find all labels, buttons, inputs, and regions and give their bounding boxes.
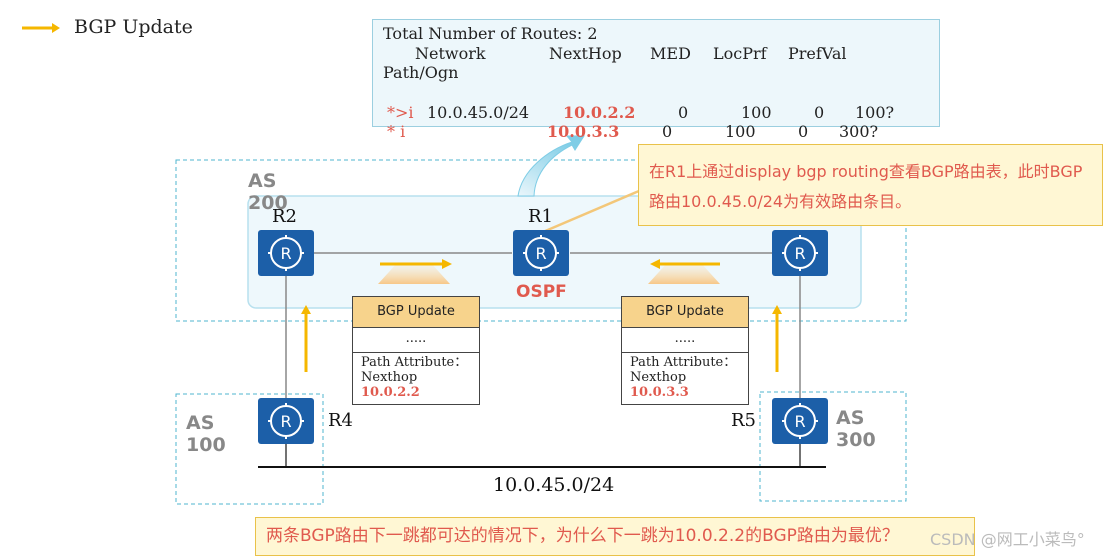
router-icon: R — [782, 403, 818, 439]
router-r4[interactable]: R — [258, 398, 314, 444]
update-dots: ..... — [353, 328, 479, 353]
svg-text:R: R — [280, 244, 291, 263]
header-network: Network — [415, 44, 486, 63]
bgp-update-arrow-up-left-icon — [301, 305, 311, 372]
bgp-update-box-right: BGP Update ..... Path Attribute： Nexthop… — [621, 296, 749, 405]
row1-med: 0 — [678, 103, 689, 122]
router-r2[interactable]: R — [258, 230, 314, 276]
row1-nexthop: 10.0.2.2 — [563, 103, 636, 122]
ospf-label: OSPF — [516, 282, 567, 302]
bgp-update-arrow-right-icon — [648, 259, 720, 284]
router-r5[interactable]: R — [772, 398, 828, 444]
bgp-update-arrow-up-right-icon — [772, 305, 782, 372]
row1-network: 10.0.45.0/24 — [427, 103, 530, 122]
callout-note: 在R1上通过display bgp routing查看BGP路由表，此时BGP路… — [638, 144, 1103, 226]
row1-path: 100? — [855, 103, 895, 122]
row1-status: *>i — [387, 103, 414, 122]
legend-label: BGP Update — [74, 16, 193, 38]
nexthop-label: Nexthop — [630, 370, 687, 385]
legend-arrow-icon — [22, 23, 60, 33]
header-nexthop: NextHop — [549, 44, 622, 63]
svg-text:R: R — [535, 244, 546, 263]
route-table: Total Number of Routes: 2 Network NextHo… — [372, 19, 940, 141]
cyan-callout-arrow — [517, 135, 585, 197]
r4-label: R4 — [328, 410, 354, 431]
path-attribute-label: Path Attribute： — [361, 355, 468, 370]
update-header: BGP Update — [622, 297, 748, 328]
row2-status: * i — [387, 122, 406, 141]
as100-dashed-area — [175, 393, 324, 505]
r1-label: R1 — [528, 206, 554, 227]
router-icon: R — [782, 235, 818, 271]
row2-nexthop: 10.0.3.3 — [547, 122, 620, 141]
as300-dashed-area — [759, 391, 907, 502]
router-r3[interactable]: R — [772, 230, 828, 276]
router-icon: R — [523, 235, 559, 271]
bgp-update-arrow-left-icon — [378, 259, 452, 284]
nexthop-value: 10.0.2.2 — [361, 385, 420, 400]
router-r1[interactable]: R — [513, 230, 569, 276]
update-header: BGP Update — [353, 297, 479, 328]
question-banner: 两条BGP路由下一跳都可达的情况下，为什么下一跳为10.0.2.2的BGP路由为… — [255, 517, 975, 556]
header-med: MED — [650, 44, 691, 63]
row1-prefval: 0 — [814, 103, 825, 122]
network-label: 10.0.45.0/24 — [493, 474, 615, 496]
row2-path: 300? — [839, 122, 879, 141]
header-path: Path/Ogn — [383, 63, 459, 82]
update-dots: ..... — [622, 328, 748, 353]
nexthop-label: Nexthop — [361, 370, 418, 385]
header-prefval: PrefVal — [788, 44, 847, 63]
bgp-update-box-left: BGP Update ..... Path Attribute： Nexthop… — [352, 296, 480, 405]
r2-label: R2 — [272, 206, 298, 227]
as300-label: AS 300 — [836, 407, 876, 451]
path-attribute-label: Path Attribute： — [630, 355, 737, 370]
row2-prefval: 0 — [798, 122, 809, 141]
as100-label: AS 100 — [186, 412, 226, 456]
row1-locprf: 100 — [741, 103, 772, 122]
router-icon: R — [268, 403, 304, 439]
row2-med: 0 — [662, 122, 673, 141]
header-locprf: LocPrf — [713, 44, 767, 63]
svg-text:R: R — [794, 412, 805, 431]
svg-text:R: R — [280, 412, 291, 431]
route-table-title: Total Number of Routes: 2 — [383, 24, 598, 43]
svg-text:R: R — [794, 244, 805, 263]
watermark: CSDN @网工小菜鸟° — [930, 530, 1085, 549]
as200-label: AS 200 — [248, 170, 288, 214]
nexthop-value: 10.0.3.3 — [630, 385, 689, 400]
row2-locprf: 100 — [725, 122, 756, 141]
r5-label: R5 — [731, 410, 757, 431]
router-icon: R — [268, 235, 304, 271]
